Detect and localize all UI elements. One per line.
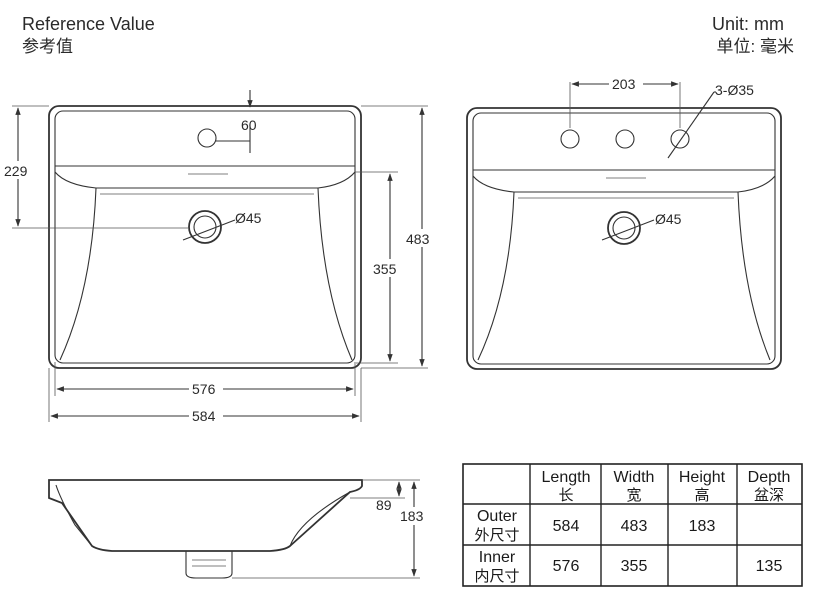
cell-outer-width: 483 xyxy=(621,518,648,535)
dim-89: 89 xyxy=(376,497,392,513)
dim-183: 183 xyxy=(400,508,424,524)
top-view-basin xyxy=(48,105,362,369)
dim-drain-dia: Ø45 xyxy=(235,210,262,226)
cell-inner-length: 576 xyxy=(553,558,580,575)
top-view-dimensions: 60 229 Ø45 355 483 576 584 xyxy=(1,90,439,424)
row-outer-label-cn: 外尺寸 xyxy=(474,527,519,544)
drain-outer-2 xyxy=(607,211,641,245)
th-depth: Depth xyxy=(748,469,791,486)
th-depth-cn: 盆深 xyxy=(754,487,784,504)
drain-inner-2 xyxy=(612,216,636,240)
hole-center xyxy=(615,129,635,149)
three-hole-dimensions: 203 3-Ø35 Ø45 xyxy=(569,75,754,241)
hole-right xyxy=(670,129,690,149)
row-inner-label-cn: 内尺寸 xyxy=(474,568,519,585)
dim-355: 355 xyxy=(373,261,397,277)
side-view-basin xyxy=(48,479,363,579)
row-inner-label: Inner xyxy=(479,549,516,566)
row-outer-label: Outer xyxy=(477,508,518,525)
th-width: Width xyxy=(614,469,655,486)
th-height-cn: 高 xyxy=(694,487,709,504)
cell-outer-height: 183 xyxy=(689,518,716,535)
dim-229: 229 xyxy=(4,163,28,179)
three-hole-basin xyxy=(466,107,782,370)
faucet-hole xyxy=(197,128,217,148)
dim-203: 203 xyxy=(612,76,636,92)
dim-483: 483 xyxy=(406,231,430,247)
title-en: Reference Value xyxy=(22,14,155,34)
unit-cn: 单位: 毫米 xyxy=(717,37,794,56)
drain-outer xyxy=(188,210,222,244)
dim-drain-dia-2: Ø45 xyxy=(655,211,682,227)
cell-inner-depth: 135 xyxy=(756,558,783,575)
th-length-cn: 长 xyxy=(558,487,573,504)
dim-584: 584 xyxy=(192,408,216,424)
th-height: Height xyxy=(679,469,726,486)
dim-3-holes: 3-Ø35 xyxy=(715,82,754,98)
side-view-dimensions: 89 183 xyxy=(232,479,432,579)
cell-outer-length: 584 xyxy=(553,518,580,535)
unit-en: Unit: mm xyxy=(712,14,784,34)
th-length: Length xyxy=(542,469,591,486)
dim-576: 576 xyxy=(192,381,216,397)
th-width-cn: 宽 xyxy=(626,487,641,504)
cell-inner-width: 355 xyxy=(621,558,648,575)
dimension-table: Length 长 Width 宽 Height 高 Depth 盆深 Outer… xyxy=(462,463,803,587)
hole-left xyxy=(560,129,580,149)
dim-faucet-hole: 60 xyxy=(241,117,257,133)
title-cn: 参考值 xyxy=(22,37,73,56)
